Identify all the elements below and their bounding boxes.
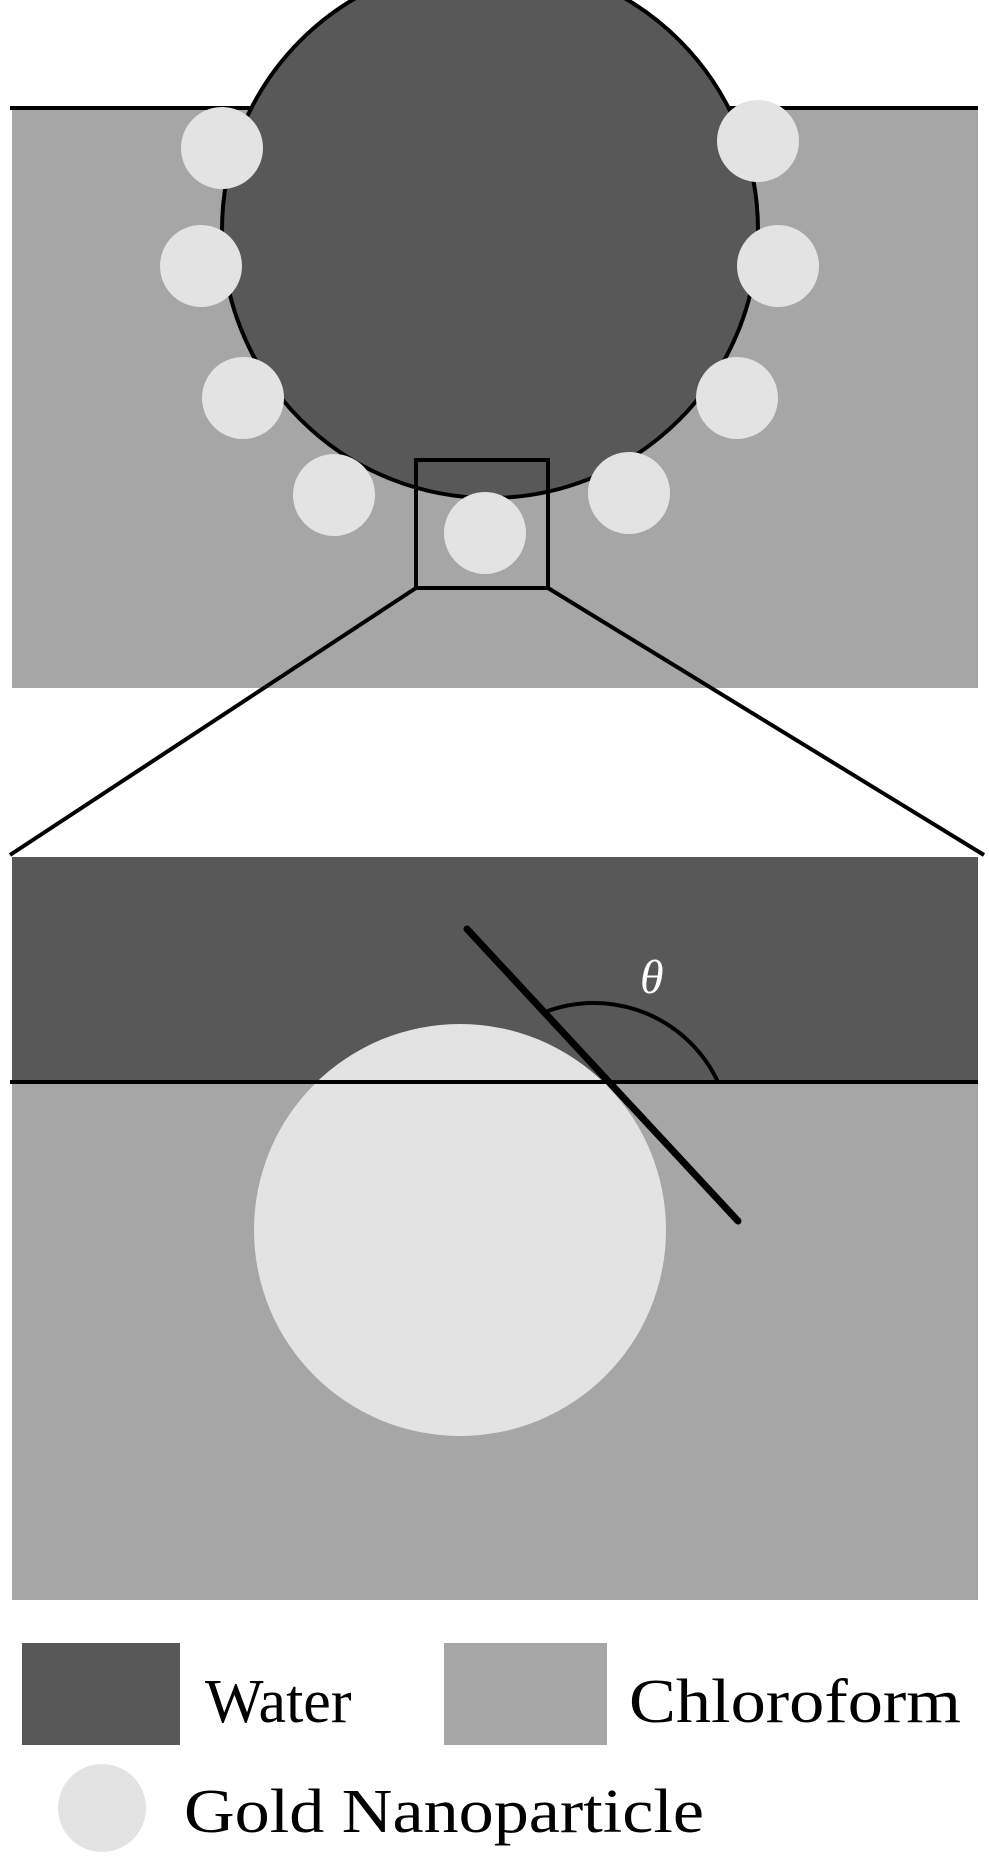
zoom-selection-box: [414, 458, 550, 590]
legend-swatch-nanoparticle: [58, 1764, 146, 1852]
nanoparticle: [588, 452, 670, 534]
nanoparticle: [444, 492, 526, 574]
zoom-connectors: [8, 586, 986, 857]
nanoparticle: [202, 357, 284, 439]
nanoparticle: [160, 225, 242, 307]
zoom-connector-right: [546, 586, 986, 857]
nanoparticle: [696, 357, 778, 439]
legend-swatch-water: [22, 1643, 180, 1745]
gold-nanoparticle-zoom: [254, 1024, 666, 1436]
contact-angle-arc: [544, 1001, 720, 1083]
zoom-connector-left: [8, 586, 418, 857]
nanoparticle-ring: [160, 100, 819, 574]
contact-angle-label: θ: [640, 951, 664, 1004]
legend: Water Chloroform Gold Nanoparticle: [22, 1643, 961, 1852]
nanoparticle: [181, 107, 263, 189]
nanoparticle: [293, 454, 375, 536]
legend-label-nanoparticle: Gold Nanoparticle: [184, 1778, 704, 1846]
legend-swatch-chloroform: [444, 1643, 607, 1745]
nanoparticle: [717, 100, 799, 182]
zoom-panel: θ: [10, 857, 978, 1600]
water-droplet: [220, 0, 760, 500]
tangent-line: [463, 925, 742, 1225]
legend-label-chloroform: Chloroform: [629, 1668, 961, 1736]
nanoparticle: [737, 225, 819, 307]
legend-label-water: Water: [205, 1668, 352, 1736]
top-panel: [10, 0, 978, 688]
